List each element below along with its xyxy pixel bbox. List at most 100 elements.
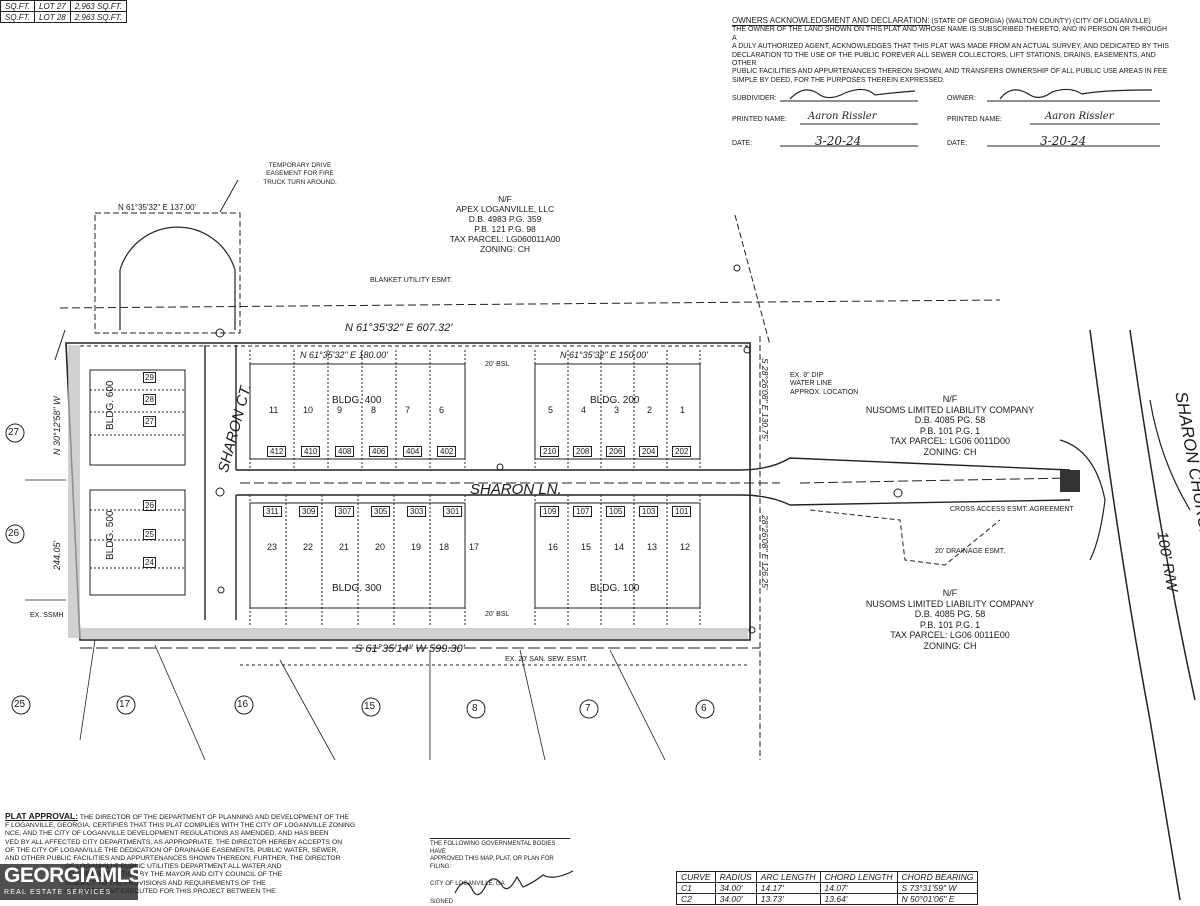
cross-access-label: CROSS ACCESS ESMT. AGREEMENT: [950, 506, 1074, 513]
sharon-church-rd-west: [1090, 330, 1180, 900]
bearing-180: N 61°35'32" E 180.00': [300, 350, 388, 360]
plat-approval-heading: PLAT APPROVAL:: [5, 812, 78, 821]
lot-number: 6: [439, 405, 444, 415]
bearing-cul-de-sac: N 61°35'32" E 137.00': [118, 203, 196, 212]
lot-number: 26: [143, 500, 156, 511]
lot-number: 20: [375, 542, 385, 552]
watermark-brand: GEORGIAMLS: [0, 864, 138, 888]
neighbor-lot-number: 16: [237, 699, 248, 710]
street-name-sharon-ln: SHARON LN.: [470, 481, 562, 498]
unit-number: 109: [540, 506, 559, 517]
unit-number: 408: [335, 446, 354, 457]
neighbor-lot-number: 15: [364, 701, 375, 712]
georgia-mls-watermark: GEORGIAMLS REAL ESTATE SERVICES: [0, 864, 138, 900]
subdivider-signature: [790, 89, 915, 99]
lot-number: 3: [614, 405, 619, 415]
lot-number: 13: [647, 542, 657, 552]
unit-number: 208: [573, 446, 592, 457]
lot-number: 18: [439, 542, 449, 552]
lot-number: 28: [143, 394, 156, 405]
bsl-label: 20' BSL: [485, 611, 509, 618]
lot-number: 25: [143, 529, 156, 540]
lot-number: 23: [267, 542, 277, 552]
bearing-top: N 61°35'32" E 607.32': [345, 322, 452, 334]
drainage-esmt-label: 20' DRAINAGE ESMT.: [935, 548, 1005, 555]
owner-signature: [1000, 89, 1152, 99]
water-line-label: EX. 8" DIP WATER LINE APPROX. LOCATION: [790, 372, 858, 397]
lot-number: 11: [269, 405, 278, 415]
neighbor-lot-number: 17: [119, 699, 130, 710]
building-label: BLDG. 600: [105, 381, 116, 430]
lot-number: 7: [405, 405, 410, 415]
unit-number: 305: [371, 506, 390, 517]
unit-number: 101: [672, 506, 691, 517]
right-distance-bottom: 28°26'08" E 126.25': [760, 515, 770, 589]
left-distance: 244.05': [52, 541, 62, 570]
lot-number: 10: [303, 405, 313, 415]
building-label: BLDG. 100: [590, 583, 639, 594]
unit-number: 206: [606, 446, 625, 457]
lot-number: 4: [581, 405, 586, 415]
neighbor-lot-number: 26: [8, 528, 19, 539]
sharon-ln-north-edge: [236, 458, 1070, 470]
table-row: C2 34.00' 13.73' 13.64' N 50°01'06" E: [677, 894, 978, 905]
lot-number: 16: [548, 542, 558, 552]
ex-ssmh-label: EX. SSMH: [30, 612, 63, 619]
neighbor-lot-number: 25: [14, 699, 25, 710]
lot-number: 5: [548, 405, 553, 415]
neighbor-lot-markers: [6, 424, 714, 718]
lot-number: 15: [581, 542, 591, 552]
gov-signature: [450, 868, 580, 898]
building-400: [250, 364, 465, 459]
lot-number: 8: [371, 405, 376, 415]
unit-number: 307: [335, 506, 354, 517]
nusoms-parcel-2: N/F NUSOMS LIMITED LIABILITY COMPANY D.B…: [850, 588, 1050, 651]
blanket-utility-label: BLANKET UTILITY ESMT.: [370, 277, 452, 284]
watermark-sub: REAL ESTATE SERVICES: [0, 888, 138, 897]
right-distance-top: S 28°26'08" E 130.75': [760, 358, 770, 440]
lot-number: 24: [143, 557, 156, 568]
lot-number: 22: [303, 542, 313, 552]
unit-number: 402: [437, 446, 456, 457]
lot-number: 17: [469, 542, 479, 552]
unit-number: 410: [301, 446, 320, 457]
building-label: BLDG. 300: [332, 583, 381, 594]
bearing-150: N 61°35'32" E 150.00': [560, 350, 648, 360]
neighbor-lot-number: 6: [701, 703, 707, 714]
unit-number: 309: [299, 506, 318, 517]
left-bearing: N 30°12'58" W: [52, 396, 62, 455]
lot-number: 19: [411, 542, 421, 552]
building-label: BLDG. 500: [105, 511, 116, 560]
lot-number: 14: [614, 542, 624, 552]
lot-number: 12: [680, 542, 690, 552]
unit-number: 105: [606, 506, 625, 517]
lot-number: 21: [339, 542, 349, 552]
lot-number: 1: [680, 405, 685, 415]
bottom-bearing: S 61°35'14" W 599.30': [355, 643, 465, 655]
unit-number: 301: [443, 506, 462, 517]
structure-block: [1060, 470, 1080, 492]
unit-number: 311: [263, 506, 282, 517]
lot-number: 29: [143, 372, 156, 383]
temp-drive-easement: [95, 213, 240, 333]
sewer-esmt-label: EX. 20' SAN. SEW. ESMT.: [505, 656, 588, 663]
unit-number: 210: [540, 446, 559, 457]
apex-parcel-label: N/F APEX LOGANVILLE, LLC D.B. 4983 P.G. …: [435, 194, 575, 254]
table-header-row: CURVE RADIUS ARC LENGTH CHORD LENGTH CHO…: [677, 872, 978, 883]
unit-number: 412: [267, 446, 286, 457]
lot-number: 27: [143, 416, 156, 427]
unit-number: 107: [573, 506, 592, 517]
nusoms-parcel-1: N/F NUSOMS LIMITED LIABILITY COMPANY D.B…: [850, 394, 1050, 457]
table-row: C1 34.00' 14.17' 14.07' S 73°31'59" W: [677, 883, 978, 894]
unit-number: 204: [639, 446, 658, 457]
neighbor-lot-number: 7: [585, 703, 591, 714]
unit-number: 404: [403, 446, 422, 457]
neighbor-lot-number: 8: [472, 703, 478, 714]
unit-number: 406: [369, 446, 388, 457]
unit-number: 303: [407, 506, 426, 517]
lot-number: 9: [337, 405, 342, 415]
temp-drive-label: TEMPORARY DRIVE EASEMENT FOR FIRE TRUCK …: [255, 162, 345, 187]
bsl-label: 20' BSL: [485, 361, 509, 368]
unit-number: 103: [639, 506, 658, 517]
neighbor-lot-number: 27: [8, 427, 19, 438]
